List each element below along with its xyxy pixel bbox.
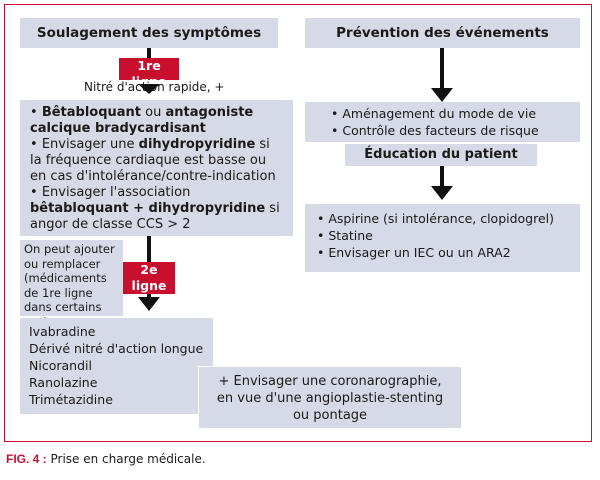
lifestyle-item-1: • Aménagement du mode de vie bbox=[331, 106, 537, 121]
second-line-drugs-box: Ivabradine Dérivé nitré d'action longue … bbox=[20, 318, 213, 414]
arrow-left-1-head bbox=[138, 84, 160, 94]
lifestyle-item-2: • Contrôle des facteurs de risque bbox=[331, 123, 539, 138]
second-line-label: 2e ligne bbox=[123, 262, 175, 294]
education-label: Éducation du patient bbox=[364, 147, 518, 162]
side-note-box: On peut ajouter ou remplacer (médicament… bbox=[20, 240, 123, 329]
arrow-right-1-head bbox=[431, 88, 453, 102]
figure-frame bbox=[4, 4, 592, 442]
drug-nitre-longue: Dérivé nitré d'action longue bbox=[29, 341, 204, 356]
arrow-right-2-head bbox=[431, 186, 453, 200]
coronarography-text: + Envisager une coronarographie, en vue … bbox=[216, 374, 444, 423]
prevention-drug-3: • Envisager un IEC ou un ARA2 bbox=[317, 245, 511, 260]
prevention-drug-2: • Statine bbox=[317, 228, 373, 243]
right-header-title: Prévention des événements bbox=[336, 25, 549, 41]
drug-trimetazidine: Trimétazidine bbox=[29, 392, 113, 407]
side-note-text: On peut ajouter ou remplacer (médicament… bbox=[24, 242, 115, 329]
caption-text: Prise en charge médicale. bbox=[50, 452, 206, 466]
education-box: Éducation du patient bbox=[345, 144, 537, 166]
bullet-association: • Envisager l'association bêtabloquant +… bbox=[30, 185, 280, 232]
left-header-title: Soulagement des symptômes bbox=[36, 25, 262, 41]
arrow-left-2-head bbox=[138, 297, 160, 311]
bullet-dihydropyridine: • Envisager une dihydropyridine si la fr… bbox=[30, 137, 276, 184]
prevention-drug-1: • Aspirine (si intolérance, clopidogrel) bbox=[317, 211, 555, 226]
drug-ivabradine: Ivabradine bbox=[29, 324, 96, 339]
drug-nicorandil: Nicorandil bbox=[29, 358, 92, 373]
right-header-box: Prévention des événements bbox=[305, 18, 580, 48]
first-line-treatment-box: • Bêtabloquant ou antagoniste calcique b… bbox=[20, 100, 293, 236]
lifestyle-box: • Aménagement du mode de vie • Contrôle … bbox=[305, 102, 580, 142]
left-header-box: Soulagement des symptômes bbox=[20, 18, 278, 48]
caption-label: FIG. 4 : bbox=[6, 452, 47, 466]
arrow-right-2-line bbox=[440, 166, 444, 188]
coronarography-box: + Envisager une coronarographie, en vue … bbox=[198, 366, 462, 429]
arrow-right-1-line bbox=[440, 48, 444, 90]
drug-ranolazine: Ranolazine bbox=[29, 375, 98, 390]
prevention-drugs-box: • Aspirine (si intolérance, clopidogrel)… bbox=[305, 204, 580, 272]
figure-caption: FIG. 4 : Prise en charge médicale. bbox=[6, 452, 206, 466]
bullet-betabloquant: • Bêtabloquant ou antagoniste calcique b… bbox=[30, 105, 254, 136]
